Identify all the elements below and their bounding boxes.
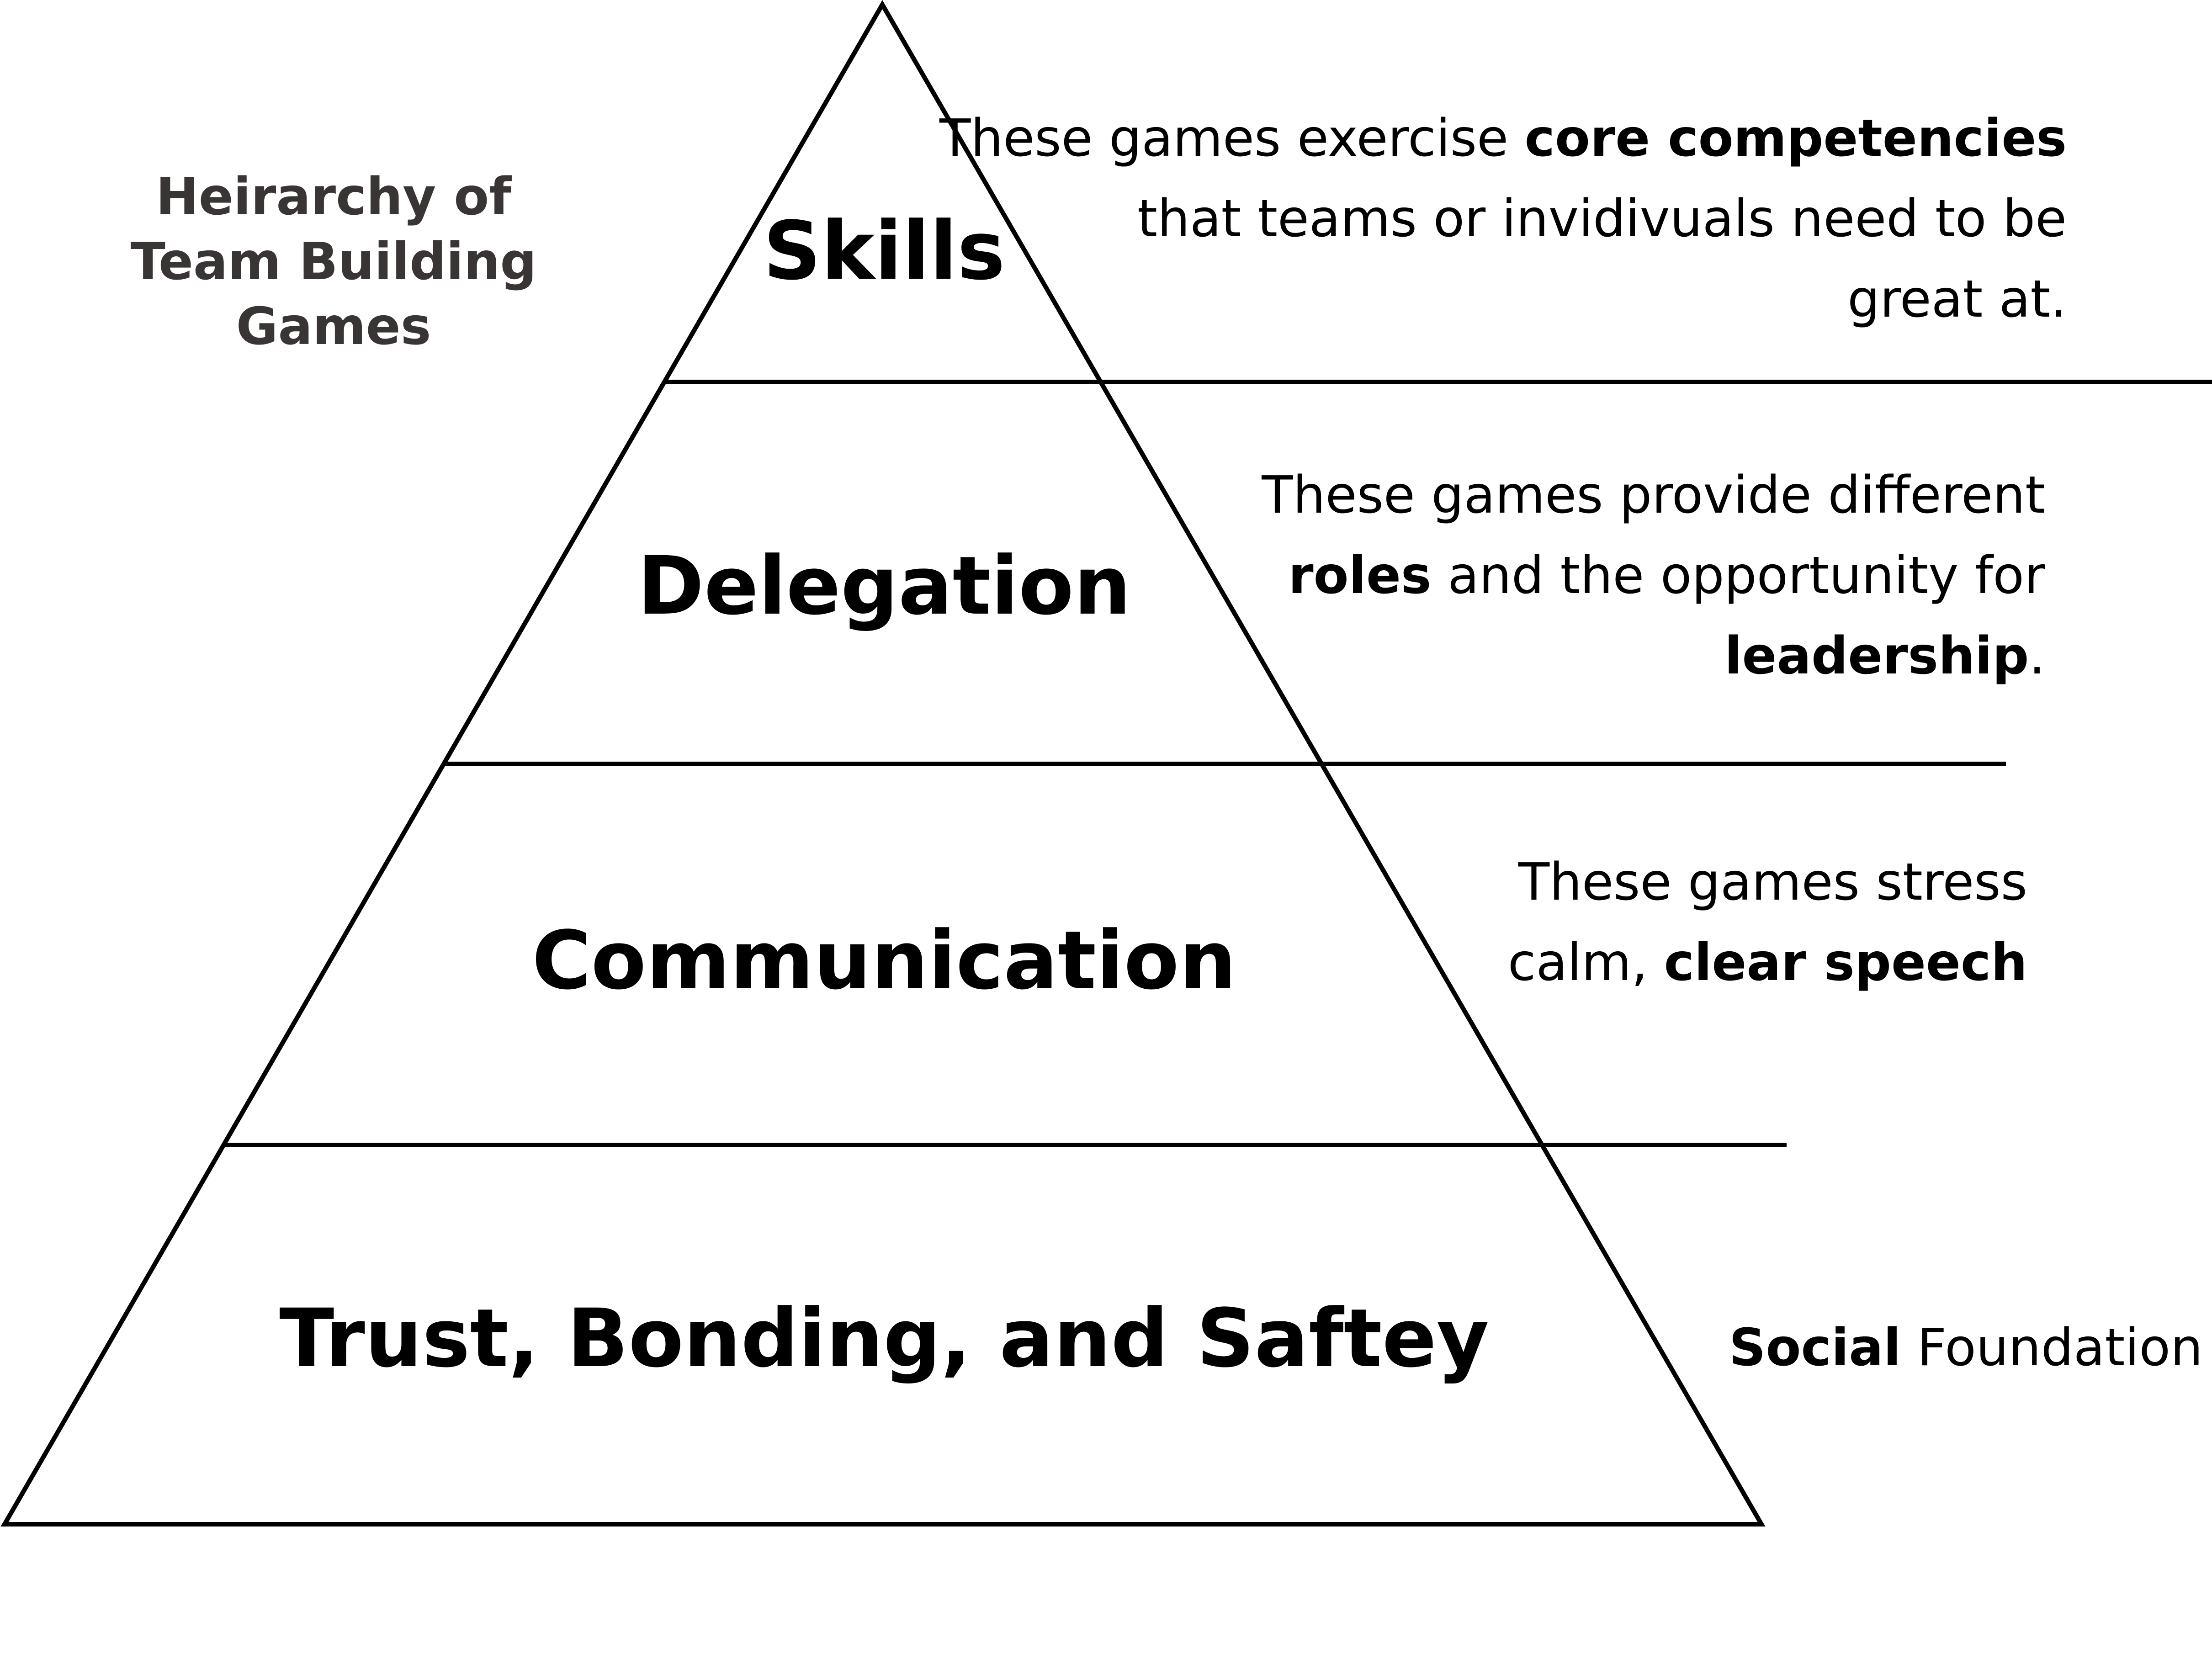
- description-text: These games stress: [1518, 853, 2027, 912]
- description-line: leadership.: [1262, 616, 2045, 696]
- description-emphasis: core competencies: [1524, 109, 2067, 168]
- description-emphasis: leadership: [1724, 626, 2029, 686]
- tier-description-skills: These games exercise core competencies th…: [939, 98, 2067, 339]
- description-line: that teams or invidivuals need to be: [939, 179, 2067, 259]
- title-line-3: Games: [236, 297, 431, 356]
- description-emphasis: roles: [1288, 546, 1432, 605]
- tier-label-trust: Trust, Bonding, and Saftey: [279, 1292, 1489, 1385]
- diagram-title: Heirarchy of Team Building Games: [91, 164, 576, 359]
- description-text: and the opportunity for: [1431, 546, 2045, 605]
- description-line: great at.: [939, 259, 2067, 339]
- description-text: Foundation: [1901, 1318, 2203, 1378]
- tier-label-delegation: Delegation: [637, 539, 1131, 633]
- description-text: These games provide different: [1262, 466, 2045, 525]
- description-emphasis: clear speech: [1664, 933, 2027, 992]
- description-line: Social Foundation: [1729, 1308, 2203, 1388]
- tier-description-communication: These games stress calm, clear speech: [1508, 842, 2027, 1003]
- description-line: calm, clear speech: [1508, 922, 2027, 1003]
- tier-description-trust: Social Foundation: [1729, 1308, 2203, 1388]
- tier-label-communication: Communication: [532, 914, 1236, 1007]
- description-line: These games exercise core competencies: [939, 98, 2067, 179]
- title-line-2: Team Building: [130, 232, 537, 292]
- tier-label-skills: Skills: [763, 204, 1005, 298]
- tier-description-delegation: These games provide different roles and t…: [1262, 455, 2045, 696]
- description-emphasis: Social: [1729, 1318, 1901, 1378]
- description-text: calm,: [1507, 933, 1664, 992]
- description-line: These games stress: [1508, 842, 2027, 922]
- title-line-1: Heirarchy of: [156, 167, 511, 227]
- description-text: .: [2029, 626, 2045, 686]
- description-text: great at.: [1847, 270, 2067, 329]
- description-line: roles and the opportunity for: [1262, 535, 2045, 616]
- description-text: These games exercise: [939, 109, 1525, 168]
- description-text: that teams or invidivuals need to be: [1137, 189, 2067, 249]
- description-line: These games provide different: [1262, 455, 2045, 535]
